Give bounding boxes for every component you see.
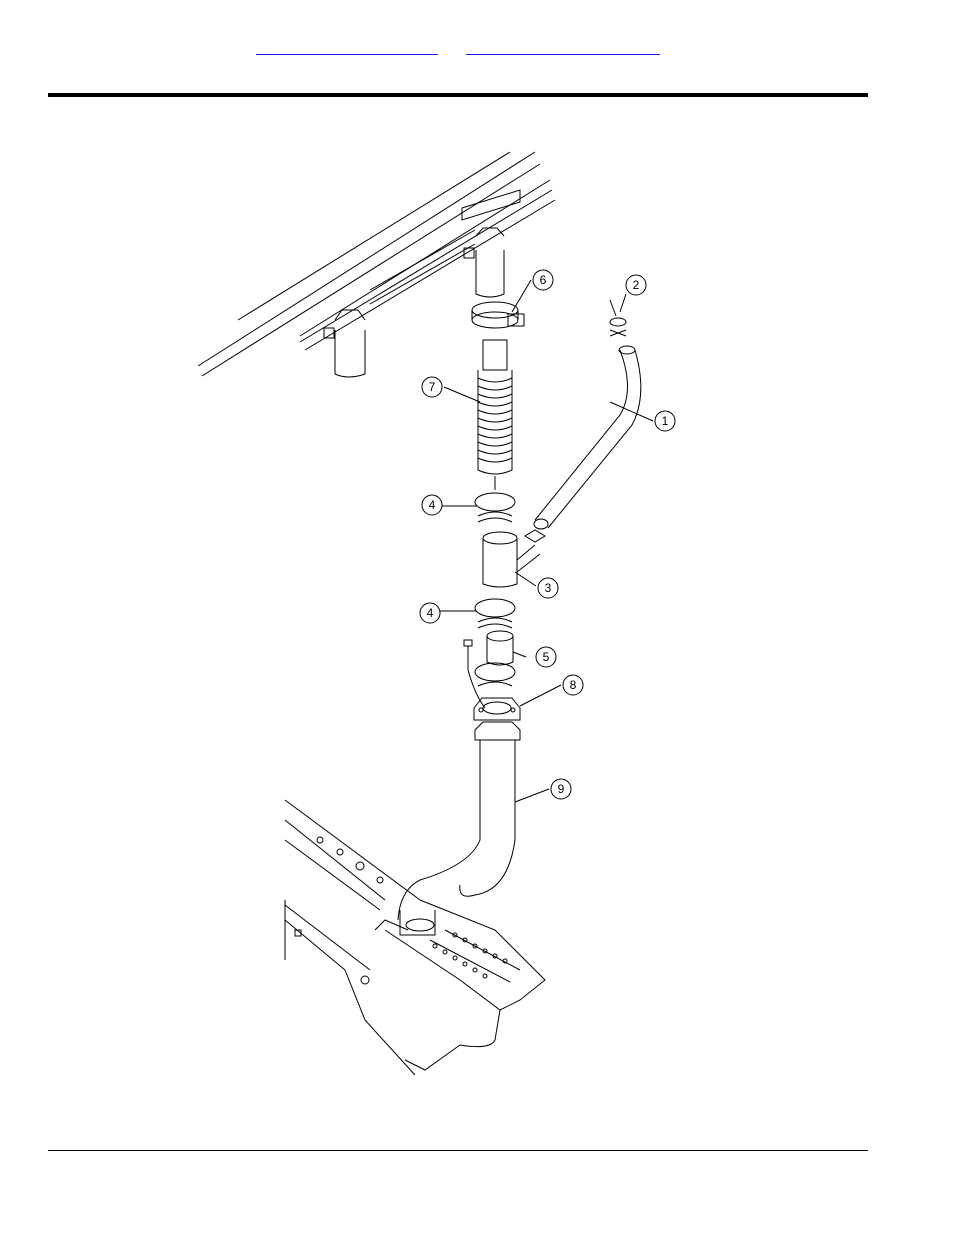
part-7-bellows-hose [478, 340, 512, 490]
callout-7: 7 [429, 380, 436, 394]
callout-4-lower: 4 [427, 606, 434, 620]
footer-rule [48, 1150, 868, 1151]
callout-2: 2 [633, 278, 640, 292]
part-2-hose-clip [610, 300, 626, 336]
callout-circles [420, 270, 675, 799]
callout-5: 5 [543, 650, 550, 664]
row-unit-frame [285, 800, 545, 1075]
part-5-bushing [475, 631, 515, 686]
part-1-tube [525, 346, 641, 542]
header-link-right[interactable] [466, 40, 660, 55]
parts-exploded-diagram: 1 2 3 4 4 5 6 7 8 9 [190, 140, 700, 1080]
leader-lines [440, 280, 653, 802]
toolbar-beam [198, 152, 555, 377]
callout-4-upper: 4 [429, 498, 436, 512]
callout-9: 9 [558, 782, 565, 796]
header-rule [48, 93, 868, 97]
part-9-seed-spout [398, 722, 520, 920]
callout-1: 1 [662, 414, 669, 428]
callout-8: 8 [570, 678, 577, 692]
callout-3: 3 [545, 581, 552, 595]
header-link-left[interactable] [256, 40, 438, 55]
part-4-ring-lower [475, 599, 515, 628]
callout-6: 6 [540, 273, 547, 287]
part-4-ring-upper [475, 493, 515, 522]
